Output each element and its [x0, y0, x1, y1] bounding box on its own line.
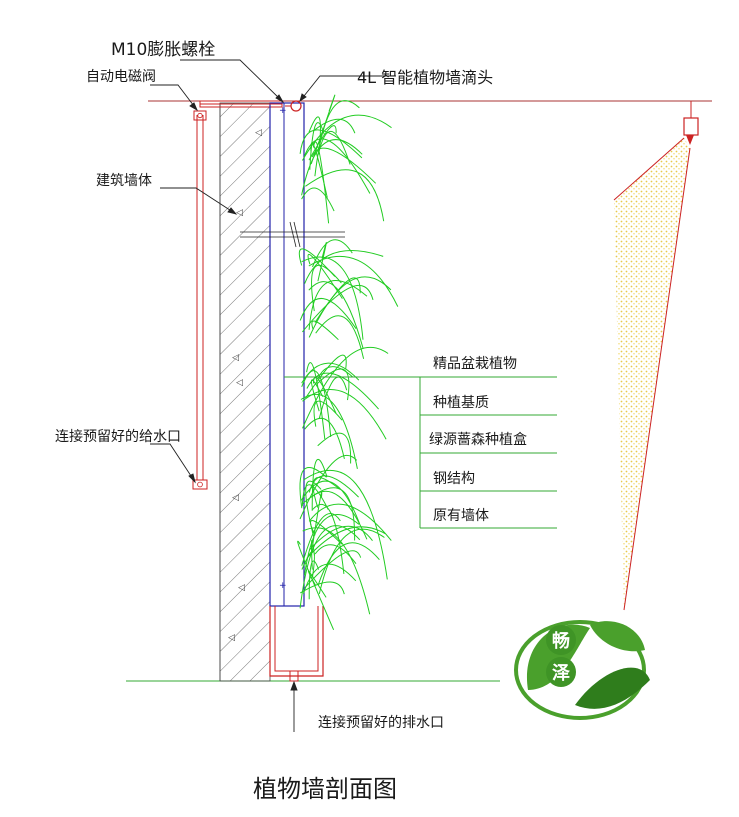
plant-leaf — [316, 368, 350, 401]
svg-text:+: + — [279, 581, 287, 591]
layer-label-steel: 钢结构 — [433, 471, 475, 487]
plant-leaf — [310, 491, 323, 554]
plant-leaf — [301, 256, 364, 340]
plant-leaf — [317, 432, 352, 464]
plant-leaf — [314, 277, 361, 323]
plant-leaf — [308, 276, 392, 338]
plant-leaf — [308, 281, 364, 349]
layer-label-substrate: 种植基质 — [433, 394, 489, 411]
plant-leaf — [312, 239, 353, 268]
plant-leaf — [301, 550, 315, 578]
plant-leaf — [303, 138, 371, 194]
plants — [297, 94, 399, 630]
plant-leaf — [314, 100, 360, 177]
plant-leaf — [315, 315, 365, 359]
plant-leaf — [304, 417, 345, 460]
plant-leaf — [308, 255, 399, 307]
plant-leaf — [303, 469, 388, 580]
plant-leaf — [298, 248, 336, 277]
plant-leaf — [301, 370, 332, 437]
steel-frame: + + — [240, 102, 345, 607]
plant-leaf — [300, 394, 358, 469]
plant-leaf — [302, 389, 387, 440]
plant-leaf — [302, 563, 357, 594]
plant-leaf — [312, 477, 341, 508]
plant-leaf — [305, 169, 385, 222]
drain-basin — [269, 606, 324, 682]
plant-leaf — [312, 118, 356, 134]
water-inlet-icon — [192, 479, 208, 490]
plant-leaf — [302, 346, 389, 429]
supply-pipe — [192, 103, 282, 490]
plant-leaf — [310, 142, 328, 198]
plant-leaf — [308, 279, 368, 330]
svg-text:◁: ◁ — [238, 583, 245, 593]
drain-label: 连接预留好的排水口 — [318, 714, 444, 731]
plant-leaf — [301, 187, 335, 212]
plant-leaf — [297, 540, 335, 630]
layer-callouts — [284, 376, 557, 529]
plant-leaf — [301, 139, 363, 196]
inlet-label: 连接预留好的给水口 — [55, 428, 181, 445]
plant-leaf — [304, 550, 362, 589]
plant-leaf — [301, 513, 341, 566]
plant-leaf — [299, 129, 363, 159]
brand-logo: 畅 泽 — [514, 620, 650, 720]
diagram-title: 植物墙剖面图 — [253, 775, 397, 803]
plant-leaf — [305, 354, 347, 399]
logo-char-top: 畅 — [552, 630, 570, 652]
valve-label: 自动电磁阀 — [86, 69, 156, 85]
bolt-label: M10膨胀螺栓 — [111, 40, 215, 60]
sprinkler-head-icon — [683, 117, 699, 136]
plant-leaf — [318, 130, 351, 165]
layer-label-planting-box: 绿源蔷森种植盒 — [429, 431, 527, 448]
plant-leaf — [300, 480, 361, 525]
svg-text:◁: ◁ — [232, 493, 239, 503]
plant-leaf — [308, 475, 359, 498]
svg-text:◁: ◁ — [236, 378, 243, 388]
plant-leaf — [308, 560, 320, 600]
plant-leaf — [317, 542, 380, 586]
plant-leaf — [299, 455, 358, 520]
plant-leaf — [308, 125, 337, 161]
plant-leaf — [302, 527, 371, 615]
plant-leaf — [299, 525, 361, 609]
svg-text:◁: ◁ — [228, 633, 235, 643]
svg-text:+: + — [279, 106, 287, 116]
plant-leaf — [299, 298, 357, 329]
plant-leaf — [304, 249, 384, 284]
plant-leaf — [301, 484, 329, 510]
plant-leaf — [318, 376, 348, 419]
plant-leaf — [318, 528, 385, 595]
plant-leaf — [313, 400, 343, 427]
plant-leaf — [311, 147, 377, 184]
svg-text:◁: ◁ — [255, 128, 262, 138]
plant-leaf — [311, 539, 315, 570]
plant-leaf — [310, 519, 343, 545]
sprinkler — [613, 101, 699, 611]
svg-text:◁: ◁ — [232, 353, 239, 363]
plant-leaf — [308, 525, 373, 551]
plant-leaf — [299, 467, 327, 509]
solenoid-valve-icon — [193, 110, 207, 121]
plant-leaf — [306, 372, 379, 410]
plant-leaf — [308, 503, 392, 541]
plant-leaf — [300, 581, 345, 595]
wall-body-label: 建筑墙体 — [96, 173, 152, 189]
plant-leaf — [314, 544, 357, 564]
leader-lines — [150, 59, 396, 732]
dripper-label: 4L 智能植物墙滴头 — [357, 68, 493, 87]
layer-label-plants: 精品盆栽植物 — [433, 356, 517, 372]
building-wall: ◁ ◁ ◁ ◁ ◁ ◁ ◁ — [219, 102, 271, 682]
logo-char-bottom: 泽 — [552, 663, 570, 684]
plant-leaf — [302, 284, 374, 333]
layer-label-wall: 原有墙体 — [433, 508, 489, 524]
svg-text:◁: ◁ — [236, 208, 243, 218]
